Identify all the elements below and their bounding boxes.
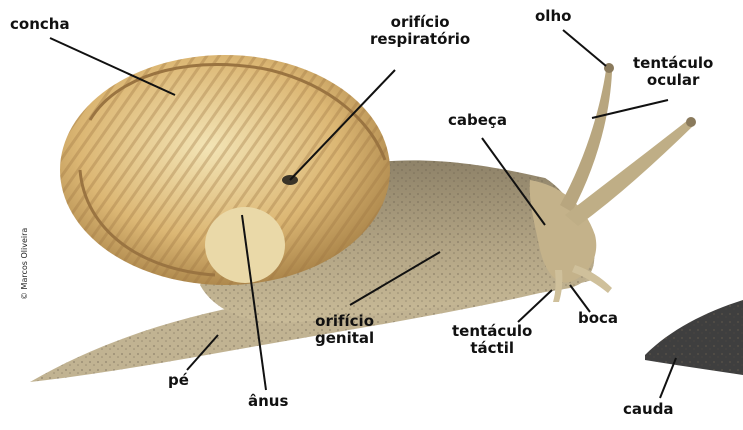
leader-olho — [563, 30, 606, 66]
label-tentaculo-tactil-line1: tentáculo — [452, 323, 532, 340]
label-orificio-respiratorio-line1: orifício — [370, 14, 470, 31]
label-orificio-genital: orifício genital — [315, 313, 374, 347]
label-cabeca: cabeça — [448, 112, 507, 129]
label-anus: ânus — [248, 393, 288, 410]
leader-boca — [570, 285, 590, 312]
label-tentaculo-tactil: tentáculo táctil — [452, 323, 532, 357]
label-boca: boca — [578, 310, 618, 327]
label-tentaculo-ocular-line2: ocular — [633, 72, 713, 89]
label-concha: concha — [10, 16, 70, 33]
label-orificio-respiratorio-line2: respiratório — [370, 31, 470, 48]
label-cauda: cauda — [623, 401, 674, 418]
leader-cauda — [660, 358, 676, 398]
label-tentaculo-ocular-line1: tentáculo — [633, 55, 713, 72]
label-orificio-genital-line1: orifício — [315, 313, 374, 330]
label-olho: olho — [535, 8, 571, 25]
snail-tail-texture — [645, 300, 743, 375]
label-orificio-respiratorio: orifício respiratório — [370, 14, 470, 48]
eye-front — [686, 117, 696, 127]
image-credit: © Marcos Oliveira — [20, 228, 29, 300]
label-tentaculo-ocular: tentáculo ocular — [633, 55, 713, 89]
label-tentaculo-tactil-line2: táctil — [452, 340, 532, 357]
label-pe: pé — [168, 372, 189, 389]
shell-aperture — [205, 207, 285, 283]
label-orificio-genital-line2: genital — [315, 330, 374, 347]
